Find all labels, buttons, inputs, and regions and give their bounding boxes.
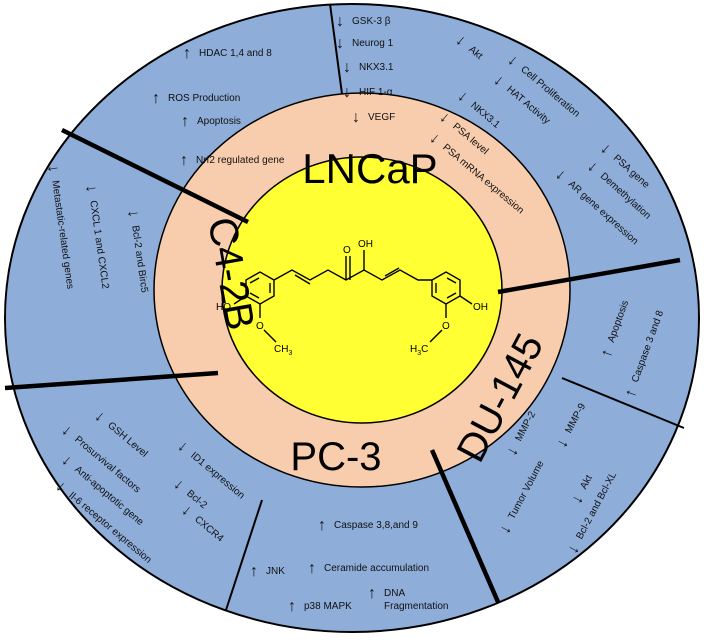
effect-label: p38 MAPK bbox=[304, 601, 352, 612]
right-hydroxyl-bond bbox=[459, 295, 473, 305]
atom-left-o: O bbox=[256, 321, 264, 332]
left-ring-double-3 bbox=[249, 292, 260, 299]
atom-left-ho: HO bbox=[216, 302, 231, 313]
effect-pc3_bottom-3: ↑ p38 MAPK bbox=[288, 598, 352, 615]
divider-pc3-du145 bbox=[429, 449, 501, 603]
atom-right-h3c: H3C bbox=[410, 344, 428, 357]
sector-dividers bbox=[4, 3, 685, 611]
chain-double-1 bbox=[294, 274, 311, 285]
up-arrow-icon: ↑ bbox=[183, 45, 191, 62]
effect-nrf2-1: ↑ ROS Production bbox=[152, 90, 240, 107]
down-arrow-icon: ↓ bbox=[82, 183, 100, 193]
down-arrow-icon: ↓ bbox=[124, 208, 142, 218]
effect-gsk-2: ↓ NKX3.1 bbox=[343, 59, 394, 76]
right-methyl-bond bbox=[429, 329, 443, 343]
effect-label: Apoptosis bbox=[197, 116, 241, 127]
effect-label: Neurog 1 bbox=[352, 38, 394, 49]
effect-label: VEGF bbox=[368, 112, 395, 123]
atom-enol-oh: OH bbox=[358, 239, 373, 250]
effect-nrf2-0: ↑ HDAC 1,4 and 8 bbox=[183, 45, 272, 62]
left-hydroxyl-bond bbox=[233, 295, 247, 305]
down-arrow-icon: ↓ bbox=[44, 163, 62, 173]
effect-pc3_bottom-0: ↑ Caspase 3,8,and 9 bbox=[318, 517, 418, 534]
up-arrow-icon: ↑ bbox=[308, 560, 316, 577]
effect-label: Ceramide accumulation bbox=[324, 563, 429, 574]
divider-nrf2-gsk bbox=[329, 3, 343, 95]
effect-gsk-3: ↓ HIF 1-α bbox=[343, 84, 393, 101]
up-arrow-icon: ↑ bbox=[152, 90, 160, 107]
effect-pc3_bottom-2: ↑ Ceramide accumulation bbox=[308, 560, 429, 577]
curcumin-structure bbox=[233, 250, 473, 343]
left-methyl-bond bbox=[263, 329, 277, 343]
down-arrow-icon: ↓ bbox=[352, 109, 360, 126]
effect-label: Fragmentation bbox=[384, 601, 448, 612]
effect-gsk-4: ↓ VEGF bbox=[352, 109, 395, 126]
effect-label: HDAC 1,4 and 8 bbox=[199, 48, 272, 59]
divider-du145-inner bbox=[561, 377, 685, 429]
up-arrow-icon: ↑ bbox=[288, 598, 296, 615]
up-arrow-icon: ↑ bbox=[181, 113, 189, 130]
effect-label: GSK-3 β bbox=[352, 16, 391, 27]
label-lncap: LNCaP bbox=[302, 145, 437, 192]
atom-left-ch3: CH3 bbox=[274, 344, 292, 357]
effect-nrf2-2: ↑ Apoptosis bbox=[181, 113, 241, 130]
down-arrow-icon: ↓ bbox=[336, 13, 344, 30]
effect-gsk-0: ↓ GSK-3 β bbox=[336, 13, 391, 30]
up-arrow-icon: ↑ bbox=[250, 563, 258, 580]
effect-nrf2-3: ↑ Nrf2 regulated gene bbox=[180, 152, 285, 169]
right-ring-double-3 bbox=[446, 292, 457, 299]
atom-right-o: O bbox=[442, 321, 450, 332]
up-arrow-icon: ↑ bbox=[368, 585, 376, 602]
atom-ketone-o: O bbox=[343, 245, 351, 256]
effect-pc3_bottom-4: ↑ DNA bbox=[368, 585, 405, 602]
up-arrow-icon: ↑ bbox=[318, 517, 326, 534]
effect-label: HIF 1-α bbox=[359, 87, 393, 98]
curcumin-atoms: O OH HO OH O O CH3 H3C bbox=[216, 239, 488, 357]
effect-label: DNA bbox=[384, 588, 405, 599]
divider-pc3-inner bbox=[225, 499, 263, 611]
effect-label: ROS Production bbox=[168, 93, 240, 104]
label-pc3: PC-3 bbox=[290, 435, 381, 479]
effect-label: NKX3.1 bbox=[359, 62, 394, 73]
divider-lncap-c42b bbox=[61, 127, 249, 225]
effect-label: Nrf2 regulated gene bbox=[196, 155, 285, 166]
up-arrow-icon: ↑ bbox=[180, 152, 188, 169]
effect-pc3_bottom-5: Fragmentation bbox=[384, 601, 448, 612]
divider-c42b-pc3 bbox=[4, 370, 219, 391]
left-ring-double-2 bbox=[249, 277, 260, 284]
down-arrow-icon: ↓ bbox=[343, 59, 351, 76]
down-arrow-icon: ↓ bbox=[343, 84, 351, 101]
heptadienone-chain bbox=[273, 269, 432, 281]
effect-pc3_bottom-1: ↑ JNK bbox=[250, 563, 285, 580]
right-ring-double-2 bbox=[446, 277, 457, 284]
divider-lncap-du145 bbox=[497, 257, 681, 295]
effect-label: JNK bbox=[266, 566, 285, 577]
chain-double-2 bbox=[384, 267, 400, 277]
effect-gsk-1: ↓ Neurog 1 bbox=[336, 35, 394, 52]
effect-label: Caspase 3,8,and 9 bbox=[334, 520, 418, 531]
down-arrow-icon: ↓ bbox=[336, 35, 344, 52]
atom-right-oh: OH bbox=[473, 302, 488, 313]
